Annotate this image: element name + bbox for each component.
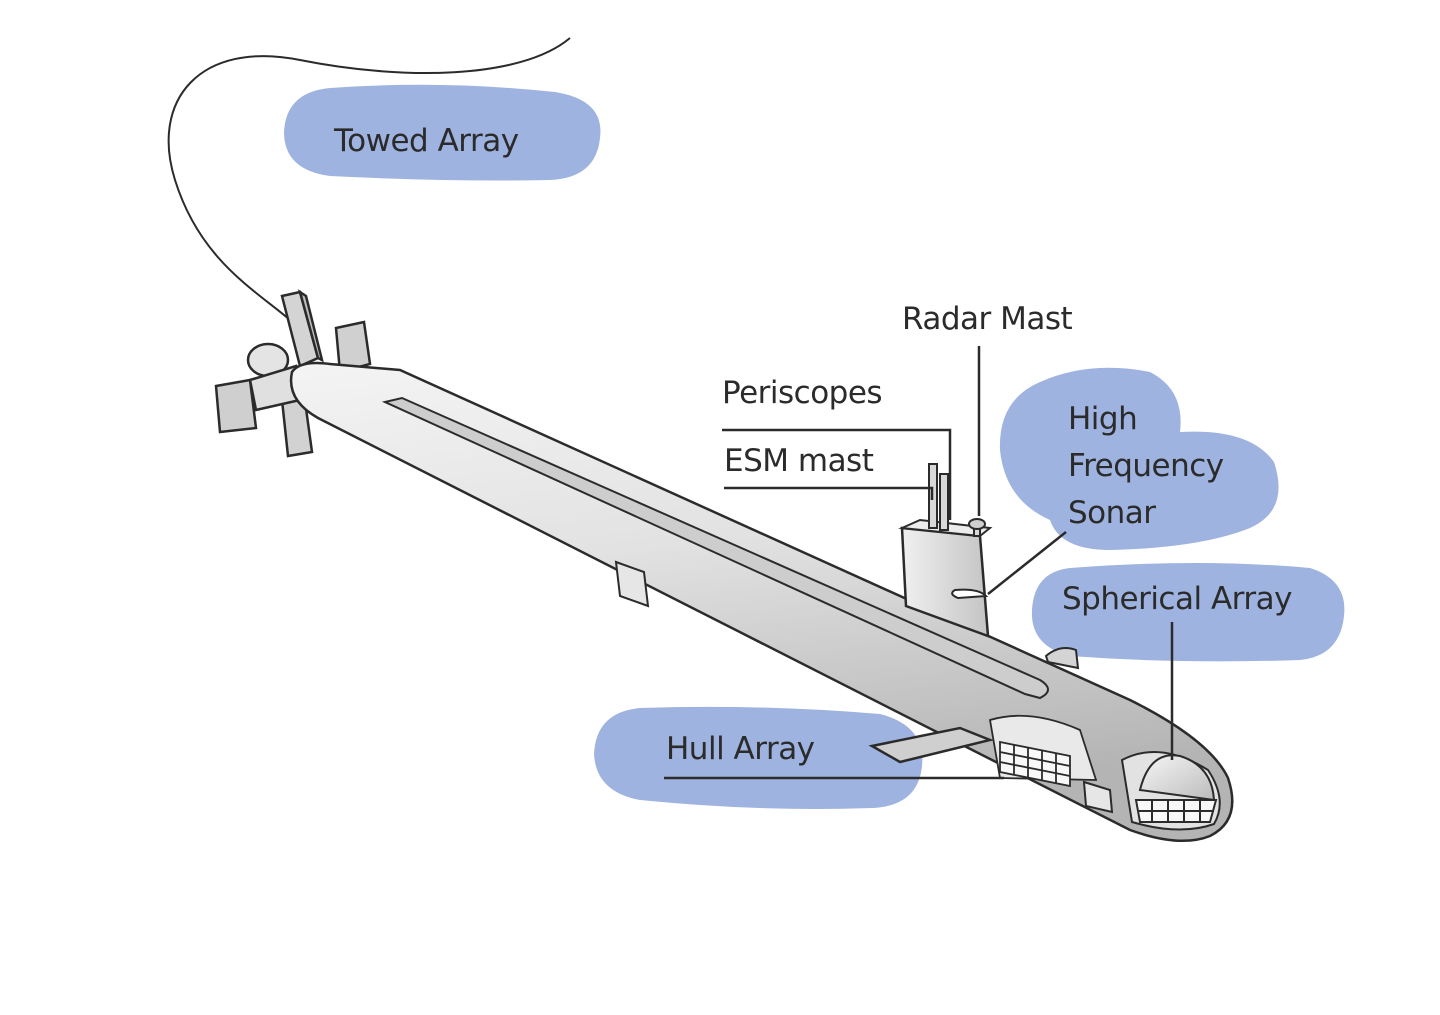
hf-sonar-label: High Frequency Sonar <box>1068 396 1288 537</box>
towed-array-label: Towed Array <box>334 123 519 159</box>
bow-plane <box>1044 647 1080 670</box>
periscopes-leader <box>722 428 952 520</box>
hull-hatch-forward <box>1082 780 1114 814</box>
esm-mast-leader <box>724 486 934 500</box>
towed-array-highlight <box>284 84 601 181</box>
towed-array-cable <box>167 37 571 321</box>
hull-array-label: Hull Array <box>666 731 815 767</box>
esm-mast-label: ESM mast <box>724 443 874 479</box>
spherical-array-label: Spherical Array <box>1062 581 1292 617</box>
spherical-array-dome <box>1138 754 1216 802</box>
sail-window <box>951 588 989 600</box>
hf-sonar-label-line3: Sonar <box>1068 495 1156 531</box>
radar-mast-label: Radar Mast <box>902 301 1073 337</box>
hf-sonar-highlight <box>999 367 1279 550</box>
hf-sonar-label-line1: High <box>1068 401 1138 437</box>
hull-array-highlight <box>594 706 923 809</box>
bow-cutaway <box>1120 751 1221 831</box>
hf-sonar-leader <box>987 531 1067 595</box>
side-plane <box>868 726 995 764</box>
hull-array-cutaway <box>988 714 1098 788</box>
hull-hatch <box>614 560 650 608</box>
leader-lines <box>664 346 1174 780</box>
spherical-array-highlight <box>1031 563 1345 662</box>
periscopes-label: Periscopes <box>722 375 883 411</box>
dorsal-stripe <box>381 396 1049 700</box>
hf-sonar-label-line2: Frequency <box>1068 448 1224 484</box>
